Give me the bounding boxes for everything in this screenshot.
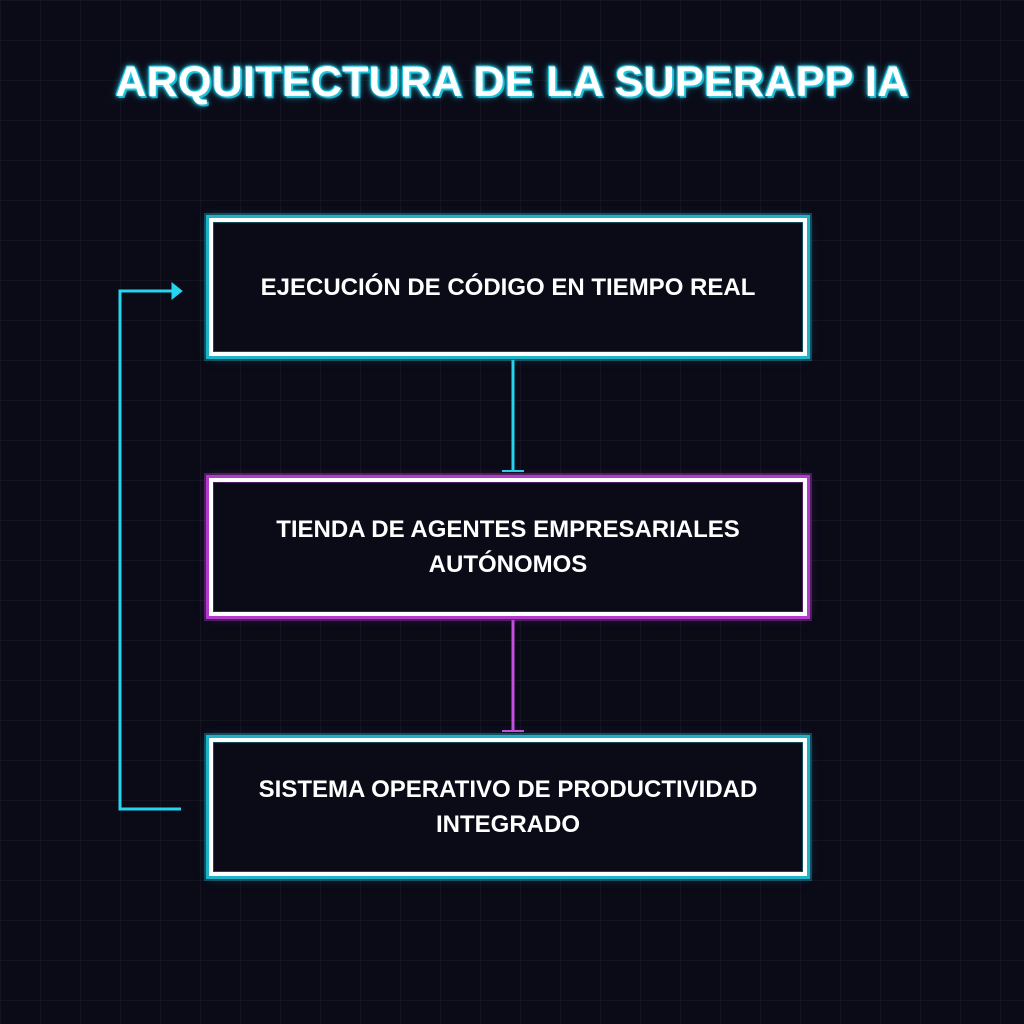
node-tienda-agentes: TIENDA DE AGENTES EMPRESARIALES AUTÓNOMO… bbox=[209, 478, 807, 616]
diagram-title: ARQUITECTURA DE LA SUPERAPP IA bbox=[115, 58, 909, 106]
edge-n3-n1 bbox=[118, 289, 181, 811]
node-sistema-operativo: SISTEMA OPERATIVO DE PRODUCTIVIDAD INTEG… bbox=[209, 738, 807, 876]
arrow-head-icon bbox=[171, 281, 183, 301]
node-label: TIENDA DE AGENTES EMPRESARIALES AUTÓNOMO… bbox=[276, 516, 740, 578]
node-label: EJECUCIÓN DE CÓDIGO EN TIEMPO REAL bbox=[260, 273, 756, 301]
node-label: SISTEMA OPERATIVO DE PRODUCTIVIDAD INTEG… bbox=[258, 776, 758, 838]
node-ejecucion-codigo: EJECUCIÓN DE CÓDIGO EN TIEMPO REAL bbox=[209, 218, 807, 356]
